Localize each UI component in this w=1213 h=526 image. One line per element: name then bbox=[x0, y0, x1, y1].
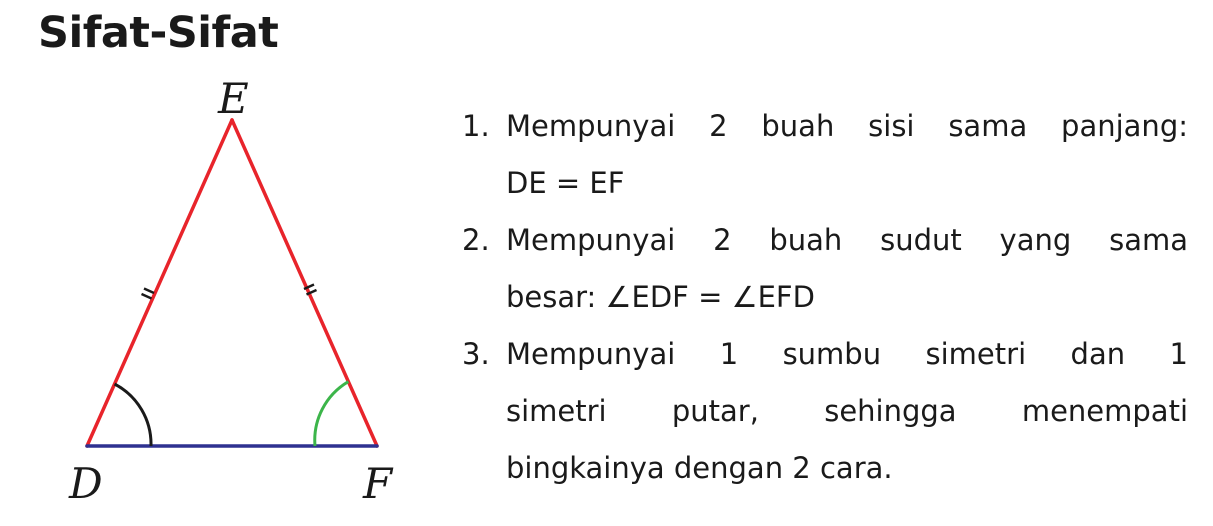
property-line: Mempunyai 2 buah sisi sama panjang: bbox=[506, 109, 1188, 143]
tick-mark-ef-1 bbox=[303, 283, 315, 291]
isosceles-triangle-diagram: E D F bbox=[68, 74, 394, 508]
property-item-2: 2. Mempunyai 2 buah sudut yang sama besa… bbox=[462, 212, 1188, 326]
property-line: Mempunyai 1 sumbu simetri dan 1 bbox=[506, 337, 1188, 371]
angle-d-arc bbox=[113, 382, 153, 447]
tick-mark-ef-2 bbox=[305, 288, 318, 296]
property-line: Mempunyai 2 buah sudut yang sama bbox=[506, 223, 1188, 257]
tick-mark-de-1 bbox=[140, 292, 153, 300]
property-text: Mempunyai 2 buah sisi sama panjang: DE =… bbox=[506, 98, 1188, 212]
property-line: simetri putar, sehingga menempati bbox=[506, 394, 1188, 428]
page-title: Sifat-Sifat bbox=[38, 8, 279, 58]
vertex-label-d: D bbox=[68, 459, 103, 508]
side-ef bbox=[230, 118, 379, 448]
property-line: bingkainya dengan 2 cara. bbox=[506, 451, 893, 485]
property-number: 2. bbox=[462, 223, 490, 257]
property-number: 1. bbox=[462, 109, 490, 143]
property-item-1: 1. Mempunyai 2 buah sisi sama panjang: D… bbox=[462, 98, 1188, 212]
side-de bbox=[85, 118, 234, 448]
property-line: besar: ∠EDF = ∠EFD bbox=[506, 280, 815, 314]
property-item-3: 3. Mempunyai 1 sumbu simetri dan 1 simet… bbox=[462, 326, 1188, 497]
tick-mark-de-2 bbox=[143, 287, 155, 295]
property-line: DE = EF bbox=[506, 166, 625, 200]
property-number: 3. bbox=[462, 337, 490, 371]
vertex-label-f: F bbox=[362, 459, 394, 508]
angle-f-arc bbox=[313, 380, 350, 447]
vertex-label-e: E bbox=[217, 74, 249, 123]
property-text: Mempunyai 1 sumbu simetri dan 1 simetri … bbox=[506, 326, 1188, 497]
properties-list: 1. Mempunyai 2 buah sisi sama panjang: D… bbox=[462, 98, 1188, 497]
property-text: Mempunyai 2 buah sudut yang sama besar: … bbox=[506, 212, 1188, 326]
